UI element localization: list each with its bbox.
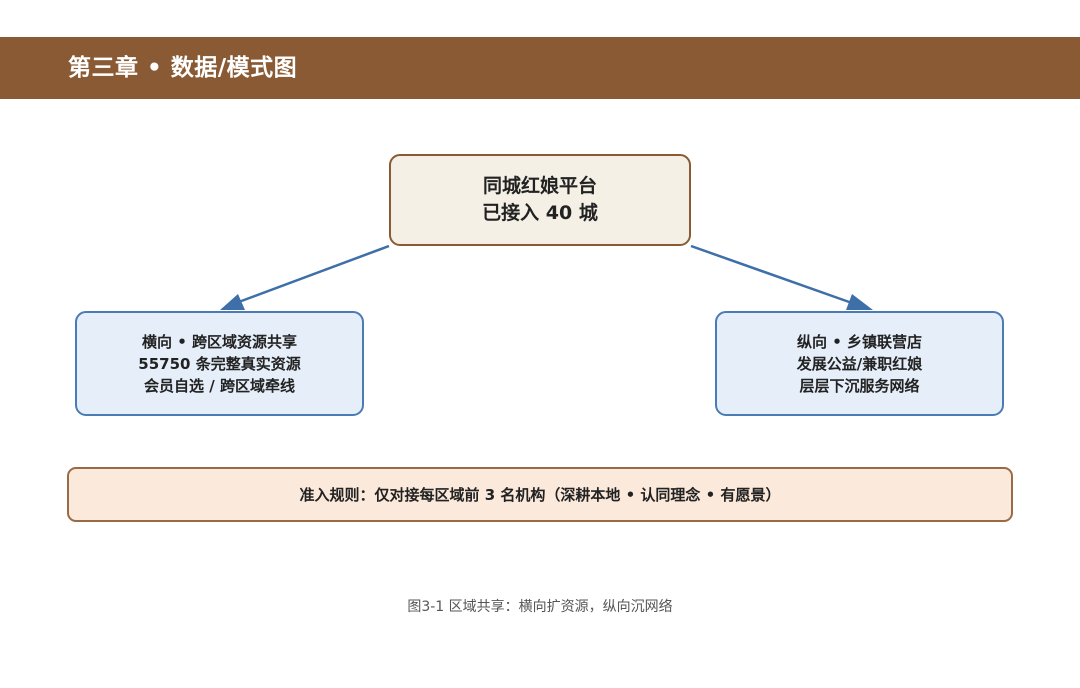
header-bar: 第三章 • 数据/模式图 [0, 37, 1080, 99]
arrow-right-line [690, 244, 853, 305]
figure-caption: 图3-1 区域共享：横向扩资源，纵向沉网络 [407, 599, 673, 615]
vertical-node-line3: 层层下沉服务网络 [799, 376, 920, 395]
admission-rule-box: 准入规则：仅对接每区域前 3 名机构（深耕本地 • 认同理念 • 有愿景） [67, 467, 1013, 522]
platform-node-stat: 已接入 40 城 [482, 202, 598, 224]
vertical-node-line1: 纵向 • 乡镇联营店 [796, 332, 923, 351]
page-title: 第三章 • 数据/模式图 [68, 55, 298, 81]
arrow-left-head [220, 294, 245, 310]
arrow-left-line [235, 244, 390, 305]
platform-node-name: 同城红娘平台 [482, 175, 597, 197]
vertical-node: 纵向 • 乡镇联营店 发展公益/兼职红娘 层层下沉服务网络 [715, 311, 1004, 416]
horizontal-node-line3: 会员自选 / 跨区域牵线 [144, 376, 295, 395]
arrow-right-head [846, 294, 873, 310]
horizontal-node-line1: 横向 • 跨区域资源共享 [141, 332, 298, 351]
vertical-node-line2: 发展公益/兼职红娘 [796, 354, 923, 373]
horizontal-node: 横向 • 跨区域资源共享 55750 条完整真实资源 会员自选 / 跨区域牵线 [75, 311, 364, 416]
horizontal-node-line2: 55750 条完整真实资源 [138, 354, 301, 373]
admission-rule-text: 准入规则：仅对接每区域前 3 名机构（深耕本地 • 认同理念 • 有愿景） [299, 486, 781, 504]
platform-node: 同城红娘平台 已接入 40 城 [389, 154, 691, 246]
